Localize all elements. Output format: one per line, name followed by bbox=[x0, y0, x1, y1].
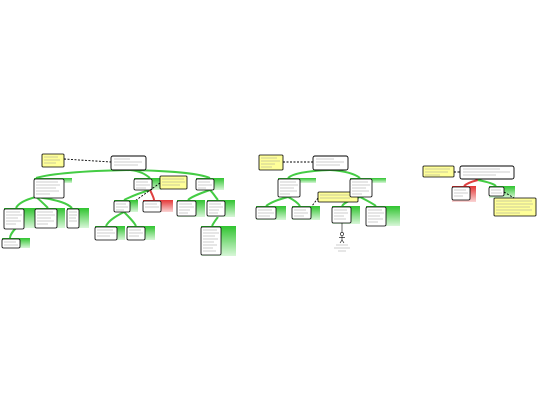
n1-c-2-1[interactable] bbox=[200, 226, 236, 256]
n1-c[interactable] bbox=[195, 178, 224, 191]
note-3[interactable] bbox=[258, 154, 284, 171]
note-1[interactable] bbox=[41, 153, 65, 168]
root-3-text-lines bbox=[463, 168, 510, 176]
n2-a-2[interactable] bbox=[291, 206, 320, 220]
n2-b-text-lines bbox=[352, 181, 370, 195]
n1-a-3[interactable] bbox=[66, 208, 89, 229]
n1-a-1[interactable] bbox=[3, 208, 36, 230]
n1-a[interactable] bbox=[33, 178, 72, 199]
root-2-text-lines bbox=[316, 158, 344, 166]
n1-c-1[interactable] bbox=[176, 200, 205, 217]
branch-connectors bbox=[463, 179, 497, 187]
n1-c-1-text-lines bbox=[179, 203, 194, 214]
note-6-text-lines bbox=[496, 200, 533, 214]
n1-b-1-2-text-lines bbox=[129, 229, 143, 237]
note-2[interactable] bbox=[159, 175, 188, 190]
n1-a-3-text-lines bbox=[69, 211, 77, 222]
n1-a-1-1-text-lines bbox=[4, 241, 18, 246]
note-1-link bbox=[63, 158, 112, 163]
n1-b-1[interactable] bbox=[113, 200, 138, 213]
n3-a-text-lines bbox=[454, 189, 468, 197]
note-5[interactable] bbox=[422, 165, 455, 178]
n1-b-1-2[interactable] bbox=[126, 226, 155, 241]
map-middle bbox=[255, 154, 400, 252]
n1-c-text-lines bbox=[198, 181, 212, 189]
n2-a-1-text-lines bbox=[258, 209, 274, 217]
n1-c-2-1-text-lines bbox=[203, 229, 219, 252]
note-4-link bbox=[311, 197, 319, 207]
n1-b[interactable] bbox=[133, 178, 162, 191]
root-1[interactable] bbox=[110, 155, 147, 171]
n1-b-1-1[interactable] bbox=[94, 226, 125, 241]
n1-a-text-lines bbox=[36, 181, 60, 195]
note-3-text-lines bbox=[261, 157, 280, 168]
note-5-text-lines bbox=[425, 168, 450, 176]
n1-b-1-text-lines bbox=[116, 203, 128, 211]
n1-c-2[interactable] bbox=[206, 200, 235, 217]
n2-b-2-text-lines bbox=[368, 209, 384, 223]
n3-a[interactable] bbox=[451, 186, 476, 202]
n1-a-1-1[interactable] bbox=[1, 238, 30, 249]
n2-b-1[interactable] bbox=[331, 206, 360, 224]
n1-a-1-text-lines bbox=[6, 211, 22, 225]
n2-a-text-lines bbox=[280, 181, 298, 195]
n1-c-2-text-lines bbox=[209, 203, 223, 214]
root-1-text-lines bbox=[114, 158, 142, 166]
map-right bbox=[422, 165, 537, 217]
n1-b-2-text-lines bbox=[145, 203, 159, 208]
actor-icon[interactable] bbox=[339, 223, 345, 244]
note-4-text-lines bbox=[320, 194, 354, 199]
n2-a[interactable] bbox=[277, 178, 316, 198]
n1-a-2[interactable] bbox=[34, 208, 65, 229]
n2-b-2[interactable] bbox=[365, 206, 400, 227]
note-2-text-lines bbox=[162, 178, 185, 186]
root-3[interactable] bbox=[459, 165, 515, 180]
n2-b-1-text-lines bbox=[334, 209, 348, 220]
actor-caption-lines bbox=[334, 244, 350, 252]
note-6[interactable] bbox=[493, 197, 537, 217]
note-6-link bbox=[503, 191, 515, 199]
n2-a-2-text-lines bbox=[294, 209, 308, 217]
n1-b-1-1-text-lines bbox=[97, 229, 115, 237]
map-left bbox=[1, 153, 236, 256]
root-2[interactable] bbox=[312, 155, 349, 171]
n1-b-text-lines bbox=[136, 181, 150, 189]
n3-b-text-lines bbox=[491, 189, 502, 194]
n2-a-1[interactable] bbox=[255, 206, 286, 220]
n1-a-2-text-lines bbox=[37, 211, 55, 225]
note-1-text-lines bbox=[44, 156, 60, 164]
n1-b-2[interactable] bbox=[142, 200, 173, 213]
n2-b[interactable] bbox=[349, 178, 386, 198]
